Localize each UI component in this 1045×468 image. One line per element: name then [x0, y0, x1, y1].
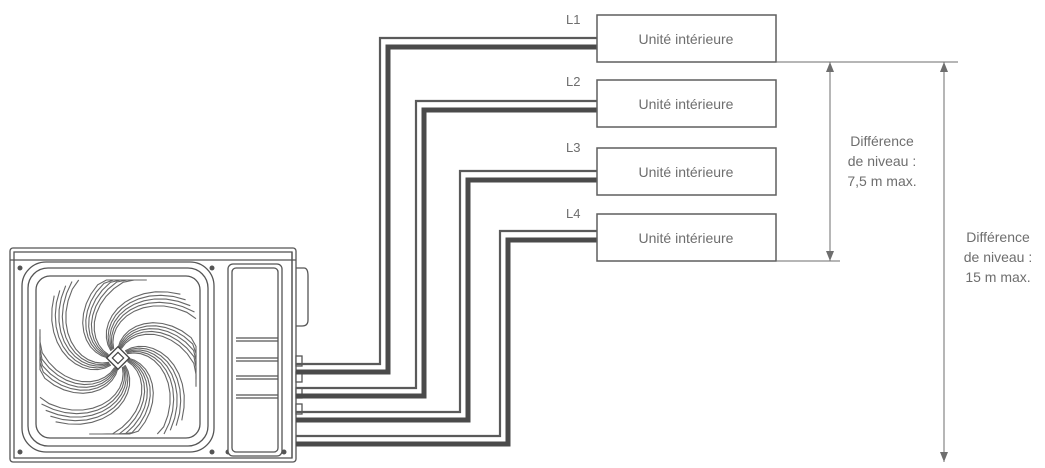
line-label-l1: L1 [566, 12, 580, 27]
line-label-l3: L3 [566, 140, 580, 155]
level-difference-indoor-label-1: Différence [850, 133, 914, 149]
level-difference-indoor: Différence de niveau : 7,5 m max. [776, 61, 958, 262]
indoor-unit-2: L2 Unité intérieure [566, 74, 777, 128]
indoor-unit-3: L3 Unité intérieure [566, 140, 777, 196]
piping-l1 [296, 36, 598, 375]
level-difference-total: Différence de niveau : 15 m max. [940, 62, 1044, 462]
piping-l2 [296, 99, 598, 399]
indoor-unit-1: L1 Unité intérieure [566, 12, 777, 63]
indoor-unit-4: L4 Unité intérieure [566, 206, 777, 262]
indoor-unit-label: Unité intérieure [639, 96, 734, 112]
piping-l4 [296, 229, 598, 447]
indoor-unit-box [596, 14, 777, 63]
indoor-unit-box [596, 213, 777, 262]
level-difference-indoor-label-2: de niveau : [848, 153, 917, 169]
service-panel [227, 263, 283, 457]
outdoor-unit [9, 247, 309, 463]
level-difference-total-label-2: de niveau : [964, 249, 1033, 265]
indoor-unit-box [596, 79, 777, 128]
indoor-unit-label: Unité intérieure [639, 31, 734, 47]
line-label-l2: L2 [566, 74, 580, 89]
level-difference-indoor-label-3: 7,5 m max. [847, 173, 916, 189]
fan-grille-icon [21, 261, 215, 453]
line-label-l4: L4 [566, 206, 580, 221]
indoor-unit-label: Unité intérieure [639, 230, 734, 246]
level-difference-total-label-3: 15 m max. [965, 269, 1030, 285]
indoor-unit-box [596, 147, 777, 196]
piping-l3 [296, 169, 598, 423]
level-difference-total-label-1: Différence [966, 229, 1030, 245]
indoor-unit-label: Unité intérieure [639, 164, 734, 180]
